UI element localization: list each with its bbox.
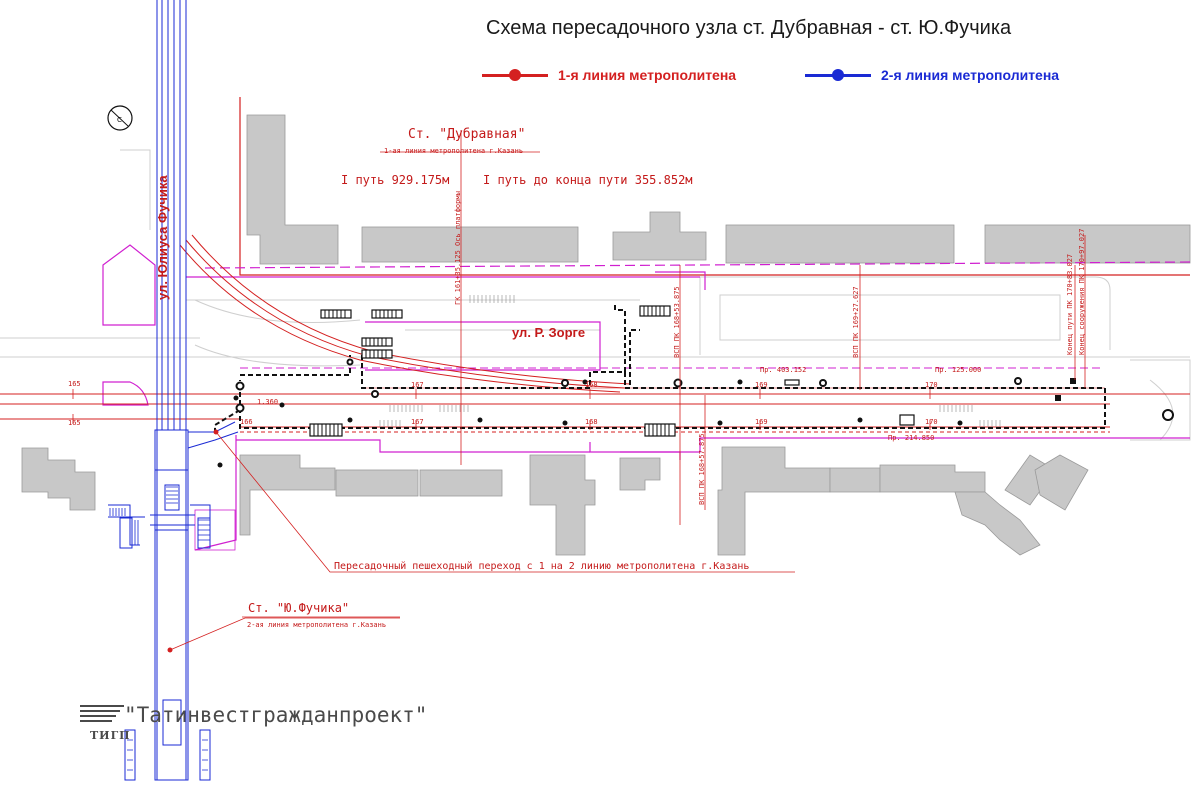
picket-167-top: 167 bbox=[411, 381, 424, 389]
transfer-label: Пересадочный пешеходный переход с 1 на 2… bbox=[334, 561, 750, 572]
picket-165-bottom: 165 bbox=[68, 419, 81, 427]
legend-line-1-label: 1-я линия метрополитена bbox=[558, 67, 737, 83]
station-1-name: Ст. "Дубравная" bbox=[408, 127, 526, 142]
vsp-label-2: ВСП ПК 169+27.627 bbox=[852, 286, 860, 358]
structure-end-label: Конец сооружения ПК 170+97.027 bbox=[1078, 228, 1086, 355]
platform-stripes bbox=[379, 295, 1001, 427]
profile-mark-2: Пр. 125.000 bbox=[935, 366, 982, 374]
picket-170-top: 170 bbox=[925, 381, 938, 389]
legend-line-1: 1-я линия метрополитена bbox=[482, 64, 736, 86]
picket-168-bottom: 168 bbox=[585, 418, 598, 426]
line-1-tracks bbox=[0, 234, 1190, 433]
line-2-hatching bbox=[109, 486, 210, 771]
profile-mark-1: Пр. 403.152 bbox=[760, 366, 807, 374]
picket-169-bottom: 169 bbox=[755, 418, 768, 426]
reference-markers bbox=[167, 429, 219, 653]
picket-170-bottom: 170 bbox=[925, 418, 938, 426]
picket-167-bottom: 167 bbox=[411, 418, 424, 426]
station-1-path-right: I путь до конца пути 355.852м bbox=[483, 173, 693, 187]
north-arrow: С bbox=[107, 105, 133, 131]
road-outlines bbox=[0, 149, 1191, 441]
vsp-label-1: ВСП ПК 168+53.875 bbox=[673, 286, 681, 358]
legend-line-2: 2-я линия метрополитена bbox=[805, 64, 1059, 86]
legend-line-1-swatch bbox=[482, 64, 548, 86]
columns bbox=[217, 378, 1076, 468]
elevation-mark: 1.360 bbox=[257, 398, 279, 406]
street-fuchika-label: ул. Юлиуса Фучика bbox=[155, 175, 170, 300]
picket-168-top: 168 bbox=[585, 381, 598, 389]
company-logo-mark: ТИГП bbox=[90, 729, 131, 742]
page-title: Схема пересадочного узла ст. Дубравная -… bbox=[486, 17, 1012, 39]
station-1-path-left: I путь 929.175м bbox=[341, 173, 450, 187]
axis-label-platform: ГК 161+35.125 Ось платформы bbox=[454, 191, 462, 305]
buildings-north bbox=[246, 114, 1191, 265]
reference-lines bbox=[169, 100, 1086, 651]
street-zorge-label: ул. Р. Зорге bbox=[512, 325, 586, 340]
buildings-south bbox=[21, 446, 1089, 556]
lot-boundary bbox=[239, 97, 1190, 276]
station-2-line: 2-ая линия метрополитена г.Казань bbox=[247, 621, 387, 629]
legend-line-2-label: 2-я линия метрополитена bbox=[881, 67, 1060, 83]
picket-165-top: 165 bbox=[68, 380, 81, 388]
profile-mark-3: Пр. 214.850 bbox=[888, 434, 935, 442]
company-logo: ТИГП bbox=[80, 705, 130, 751]
vsp-label-3: ВСП ПК 168+57.875 bbox=[698, 433, 706, 505]
station-2-name: Ст. "Ю.Фучика" bbox=[248, 601, 350, 615]
line-2-tracks bbox=[108, 0, 239, 781]
picket-ticks bbox=[72, 389, 931, 430]
escalator-steps bbox=[313, 306, 670, 436]
legend-line-2-swatch bbox=[805, 64, 871, 86]
company-name: "Татинвестгражданпроект" bbox=[124, 703, 428, 727]
station-1-line: 1-ая линия метрополитена г.Казань bbox=[384, 147, 524, 155]
picket-169-top: 169 bbox=[755, 381, 768, 389]
svg-text:С: С bbox=[117, 116, 122, 124]
picket-166: 166 bbox=[240, 418, 253, 426]
track-end-label: Конец пути ПК 170+83.027 bbox=[1066, 253, 1074, 355]
